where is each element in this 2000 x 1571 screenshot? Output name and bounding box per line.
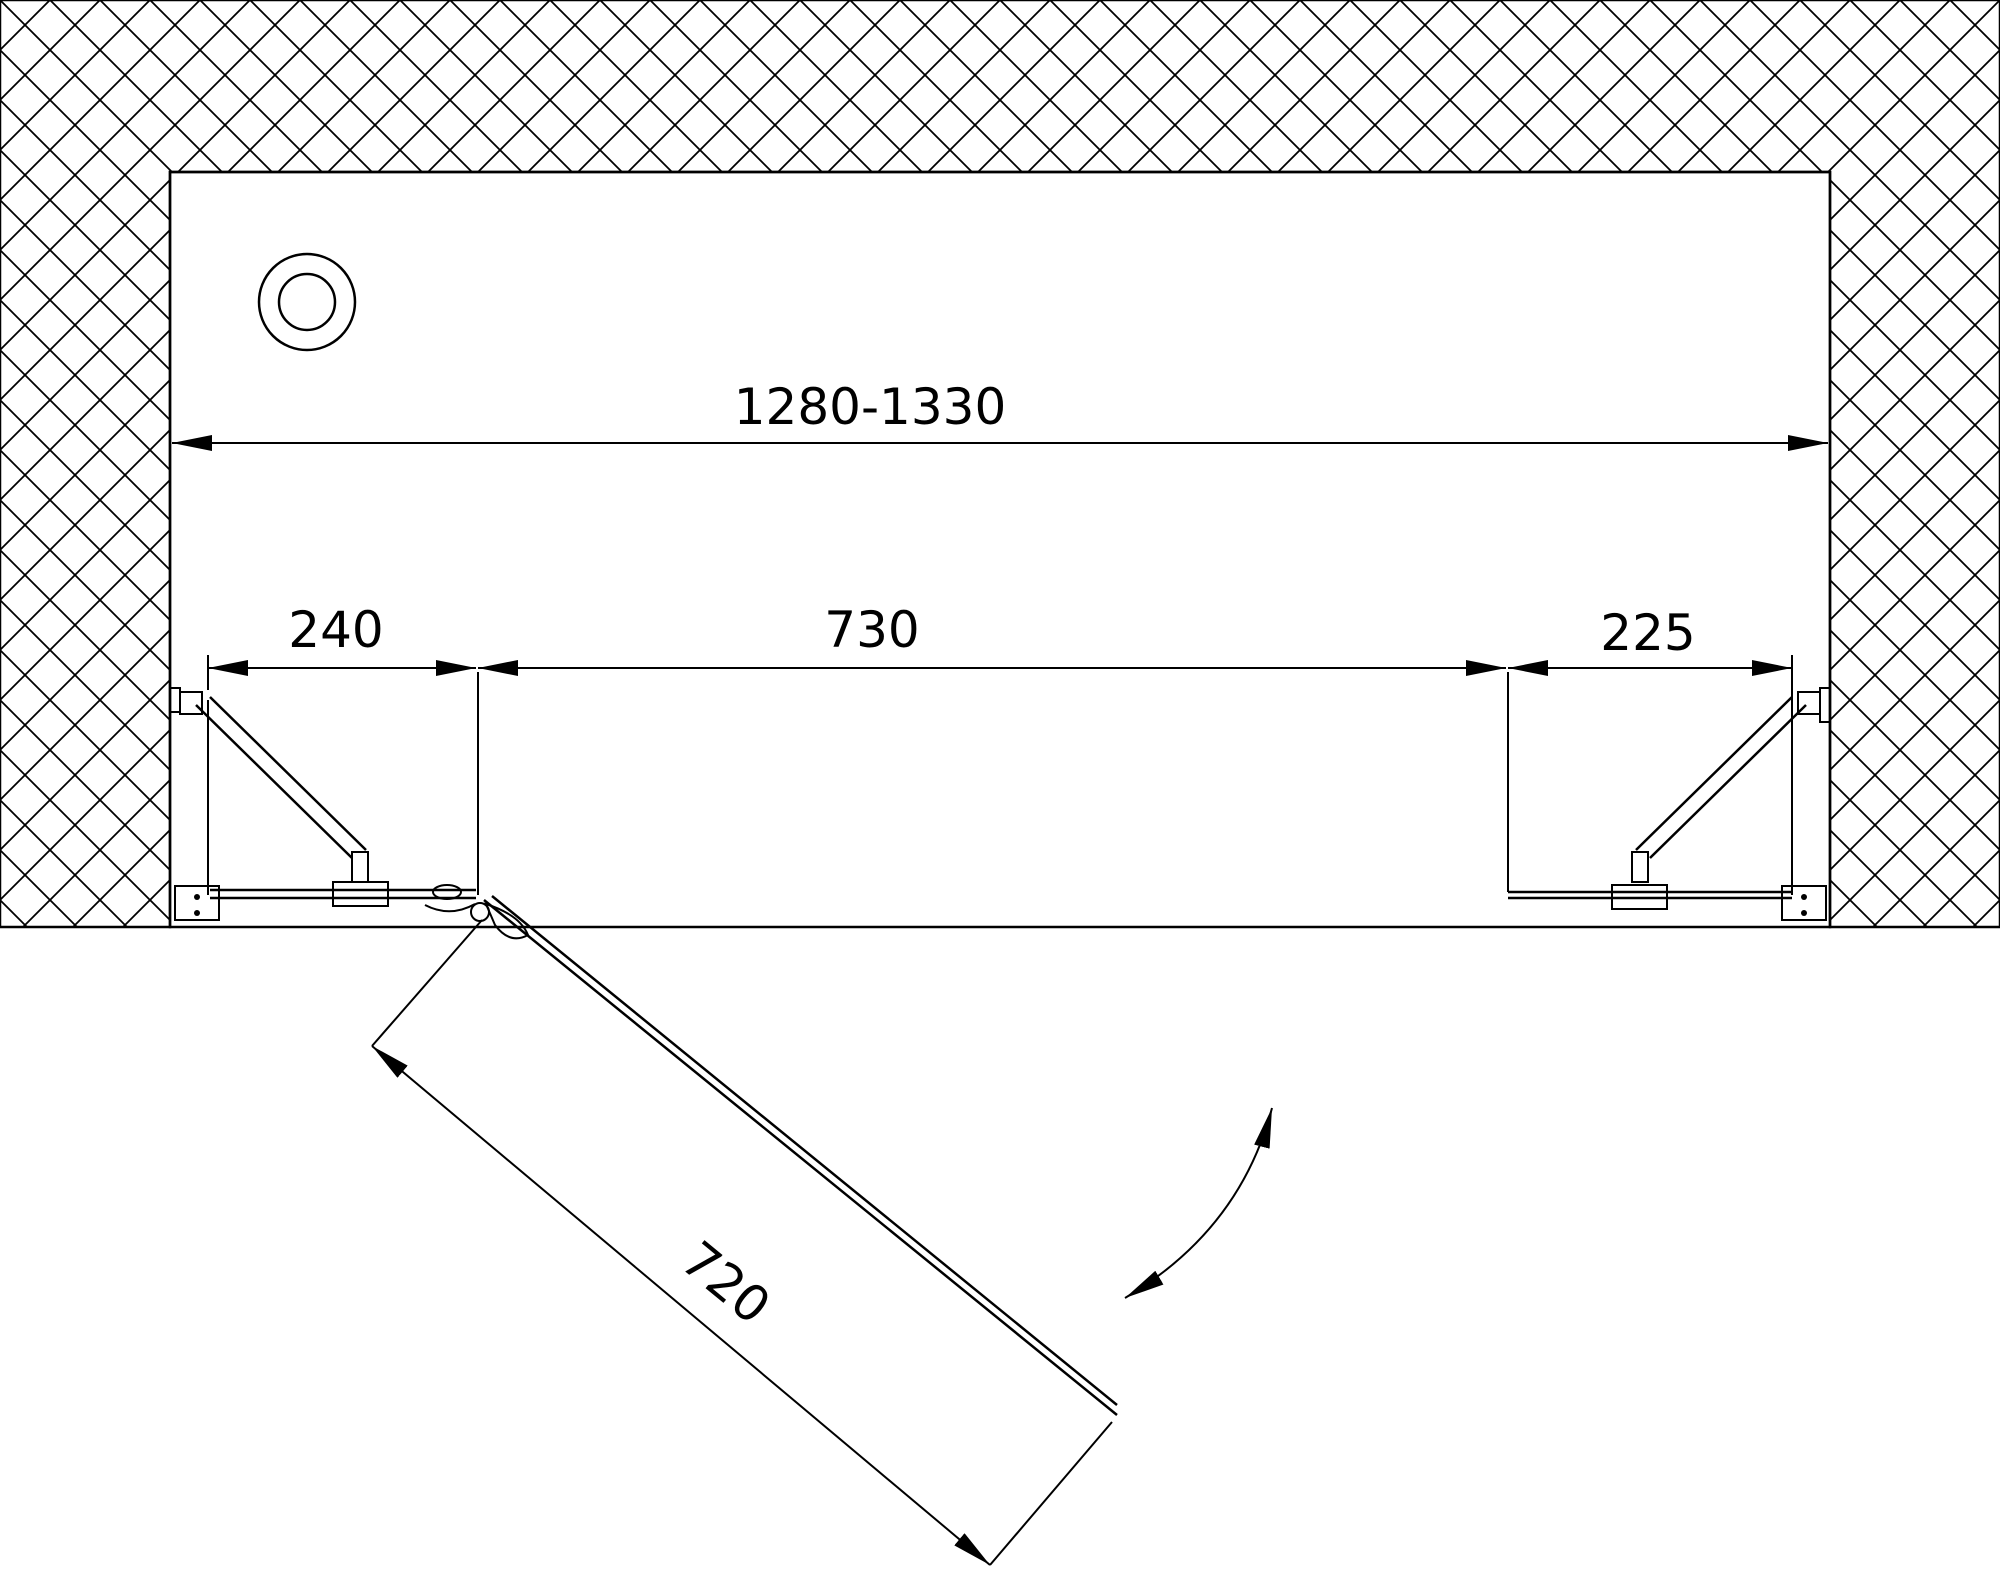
- left-fixed-panel: [169, 672, 479, 927]
- left-panel-label: 240: [288, 601, 383, 659]
- door-opening-dimension: 730: [478, 601, 1506, 676]
- overall-width-label: 1280-1330: [734, 378, 1007, 436]
- right-fixed-panel: [1507, 672, 1831, 927]
- door-leaf-label: 720: [671, 1230, 782, 1335]
- door-opening-label: 730: [824, 601, 919, 659]
- door-swing-arc-icon: [1124, 1107, 1273, 1299]
- overall-width-dimension: 1280-1330: [172, 378, 1828, 451]
- right-panel-dimension: 225: [1508, 604, 1793, 690]
- shower-tray: [168, 170, 1832, 929]
- swing-door-leaf: [470, 895, 1118, 1416]
- right-panel-label: 225: [1600, 604, 1695, 662]
- drain-icon: [257, 252, 357, 352]
- left-panel-dimension: 240: [207, 601, 476, 690]
- door-leaf-dimension: 720: [371, 919, 1113, 1566]
